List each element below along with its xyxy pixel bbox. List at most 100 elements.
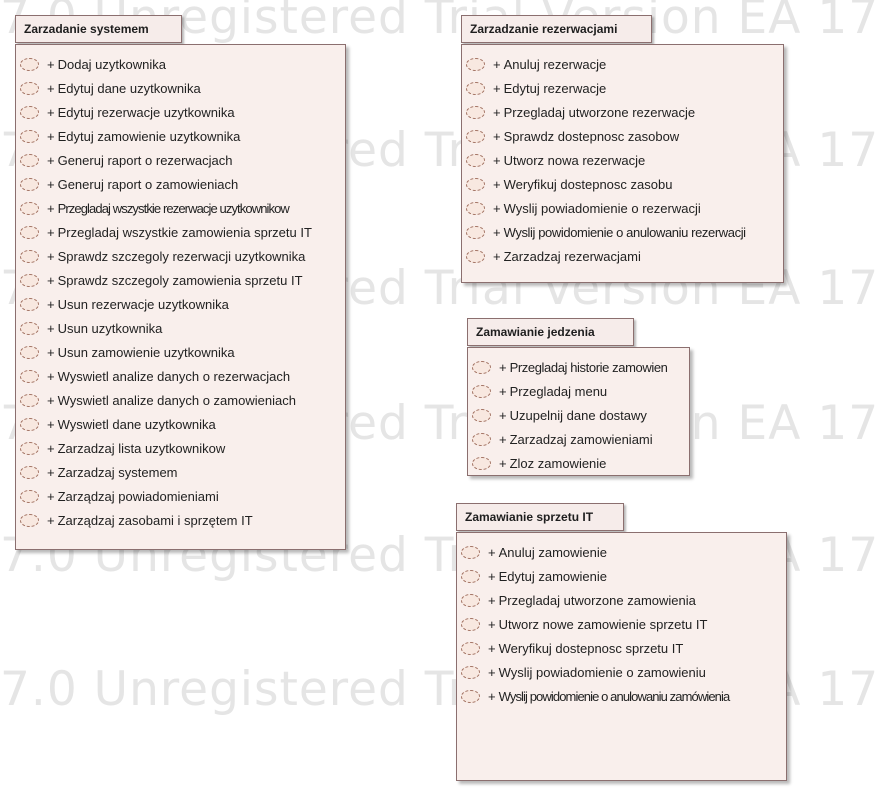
- use-case-icon: [20, 105, 39, 119]
- visibility-marker: +: [493, 224, 501, 240]
- use-case-icon: [20, 273, 39, 287]
- use-case-label: Sprawdz szczegoly rezerwacji uzytkownika: [57, 248, 306, 264]
- visibility-marker: +: [47, 320, 55, 336]
- visibility-marker: +: [488, 640, 496, 656]
- visibility-marker: +: [499, 455, 507, 471]
- use-case-icon: [461, 617, 480, 631]
- use-case-item[interactable]: +Sprawdz szczegoly zamowienia sprzetu IT: [16, 268, 345, 292]
- package-title[interactable]: Zamawianie sprzetu IT: [456, 503, 624, 531]
- use-case-item[interactable]: +Zloz zamowienie: [468, 451, 689, 475]
- use-case-icon: [20, 57, 39, 71]
- use-case-icon: [461, 545, 480, 559]
- use-case-icon: [466, 81, 485, 95]
- visibility-marker: +: [499, 359, 507, 375]
- visibility-marker: +: [47, 488, 55, 504]
- use-case-item[interactable]: +Wyslij powidomienie o anulowaniu zamówi…: [457, 684, 786, 708]
- use-case-item[interactable]: +Anuluj rezerwacje: [462, 52, 783, 76]
- use-case-label: Przegladaj wszystkie rezerwacje uzytkown…: [57, 200, 290, 216]
- visibility-marker: +: [47, 416, 55, 432]
- use-case-item[interactable]: +Przegladaj utworzone rezerwacje: [462, 100, 783, 124]
- use-case-label: Zarzadzaj zamowieniami: [509, 431, 653, 447]
- use-case-icon: [466, 57, 485, 71]
- use-case-icon: [466, 225, 485, 239]
- use-case-label: Wyswietl dane uzytkownika: [57, 416, 216, 432]
- visibility-marker: +: [47, 344, 55, 360]
- use-case-item[interactable]: +Przegladaj wszystkie rezerwacje uzytkow…: [16, 196, 345, 220]
- use-case-item[interactable]: +Zarządzaj zasobami i sprzętem IT: [16, 508, 345, 532]
- use-case-item[interactable]: +Przegladaj wszystkie zamowienia sprzetu…: [16, 220, 345, 244]
- package-body[interactable]: +Dodaj uzytkownika+Edytuj dane uzytkowni…: [15, 44, 346, 550]
- use-case-item[interactable]: +Wyslij powiadomienie o rezerwacji: [462, 196, 783, 220]
- use-case-item[interactable]: +Zarzadzaj lista uzytkownikow: [16, 436, 345, 460]
- use-case-label: Przegladaj menu: [509, 383, 608, 399]
- use-case-item[interactable]: +Generuj raport o rezerwacjach: [16, 148, 345, 172]
- use-case-item[interactable]: +Przegladaj historie zamowien: [468, 355, 689, 379]
- use-case-icon: [20, 297, 39, 311]
- use-case-item[interactable]: +Sprawdz szczegoly rezerwacji uzytkownik…: [16, 244, 345, 268]
- use-case-item[interactable]: +Anuluj zamowienie: [457, 540, 786, 564]
- use-case-item[interactable]: +Dodaj uzytkownika: [16, 52, 345, 76]
- use-case-item[interactable]: +Usun zamowienie uzytkownika: [16, 340, 345, 364]
- use-case-item[interactable]: +Zarzadzaj rezerwacjami: [462, 244, 783, 268]
- use-case-item[interactable]: +Edytuj zamowienie: [457, 564, 786, 588]
- use-case-item[interactable]: +Utworz nowe zamowienie sprzetu IT: [457, 612, 786, 636]
- use-case-item[interactable]: +Utworz nowa rezerwacje: [462, 148, 783, 172]
- package-title[interactable]: Zarzadzanie rezerwacjami: [461, 15, 652, 43]
- use-case-label: Anuluj zamowienie: [498, 544, 607, 560]
- use-case-icon: [466, 201, 485, 215]
- package-body[interactable]: +Anuluj rezerwacje+Edytuj rezerwacje+Prz…: [461, 44, 784, 283]
- use-case-item[interactable]: +Usun uzytkownika: [16, 316, 345, 340]
- visibility-marker: +: [488, 688, 496, 704]
- visibility-marker: +: [47, 152, 55, 168]
- visibility-marker: +: [488, 544, 496, 560]
- visibility-marker: +: [47, 272, 55, 288]
- use-case-item[interactable]: +Wyslij powidomienie o anulowaniu rezerw…: [462, 220, 783, 244]
- use-case-item[interactable]: +Edytuj rezerwacje uzytkownika: [16, 100, 345, 124]
- use-case-item[interactable]: +Wyslij powiadomienie o zamowieniu: [457, 660, 786, 684]
- visibility-marker: +: [47, 248, 55, 264]
- use-case-label: Edytuj dane uzytkownika: [57, 80, 201, 96]
- use-case-icon: [461, 689, 480, 703]
- use-case-icon: [20, 225, 39, 239]
- use-case-item[interactable]: +Przegladaj utworzone zamowienia: [457, 588, 786, 612]
- use-case-label: Utworz nowa rezerwacje: [503, 152, 646, 168]
- use-case-item[interactable]: +Edytuj rezerwacje: [462, 76, 783, 100]
- visibility-marker: +: [47, 440, 55, 456]
- use-case-item[interactable]: +Przegladaj menu: [468, 379, 689, 403]
- use-case-label: Zarządzaj powiadomieniami: [57, 488, 219, 504]
- use-case-item[interactable]: +Uzupelnij dane dostawy: [468, 403, 689, 427]
- use-case-label: Uzupelnij dane dostawy: [509, 407, 647, 423]
- use-case-label: Wyslij powiadomienie o rezerwacji: [503, 200, 701, 216]
- use-case-icon: [466, 105, 485, 119]
- visibility-marker: +: [47, 176, 55, 192]
- package-title[interactable]: Zarzadanie systemem: [15, 15, 182, 43]
- use-case-item[interactable]: +Wyswietl dane uzytkownika: [16, 412, 345, 436]
- use-case-icon: [20, 513, 39, 527]
- use-case-item[interactable]: +Generuj raport o zamowieniach: [16, 172, 345, 196]
- use-case-label: Zarzadzaj rezerwacjami: [503, 248, 641, 264]
- package-body[interactable]: +Anuluj zamowienie+Edytuj zamowienie+Prz…: [456, 532, 787, 781]
- use-case-icon: [20, 81, 39, 95]
- use-case-icon: [20, 369, 39, 383]
- use-case-label: Wyslij powiadomienie o zamowieniu: [498, 664, 706, 680]
- use-case-item[interactable]: +Sprawdz dostepnosc zasobow: [462, 124, 783, 148]
- use-case-item[interactable]: +Zarzadzaj systemem: [16, 460, 345, 484]
- use-case-label: Sprawdz szczegoly zamowienia sprzetu IT: [57, 272, 303, 288]
- visibility-marker: +: [47, 392, 55, 408]
- visibility-marker: +: [47, 224, 55, 240]
- use-case-item[interactable]: +Wyswietl analize danych o zamowieniach: [16, 388, 345, 412]
- use-case-item[interactable]: +Zarzadzaj zamowieniami: [468, 427, 689, 451]
- package-title[interactable]: Zamawianie jedzenia: [467, 318, 634, 346]
- use-case-item[interactable]: +Edytuj zamowienie uzytkownika: [16, 124, 345, 148]
- use-case-icon: [20, 129, 39, 143]
- use-case-item[interactable]: +Zarządzaj powiadomieniami: [16, 484, 345, 508]
- use-case-item[interactable]: +Weryfikuj dostepnosc sprzetu IT: [457, 636, 786, 660]
- package-body[interactable]: +Przegladaj historie zamowien+Przegladaj…: [467, 347, 690, 476]
- use-case-item[interactable]: +Usun rezerwacje uzytkownika: [16, 292, 345, 316]
- use-case-item[interactable]: +Edytuj dane uzytkownika: [16, 76, 345, 100]
- use-case-item[interactable]: +Weryfikuj dostepnosc zasobu: [462, 172, 783, 196]
- use-case-icon: [472, 384, 491, 398]
- use-case-label: Usun zamowienie uzytkownika: [57, 344, 235, 360]
- visibility-marker: +: [493, 80, 501, 96]
- use-case-item[interactable]: +Wyswietl analize danych o rezerwacjach: [16, 364, 345, 388]
